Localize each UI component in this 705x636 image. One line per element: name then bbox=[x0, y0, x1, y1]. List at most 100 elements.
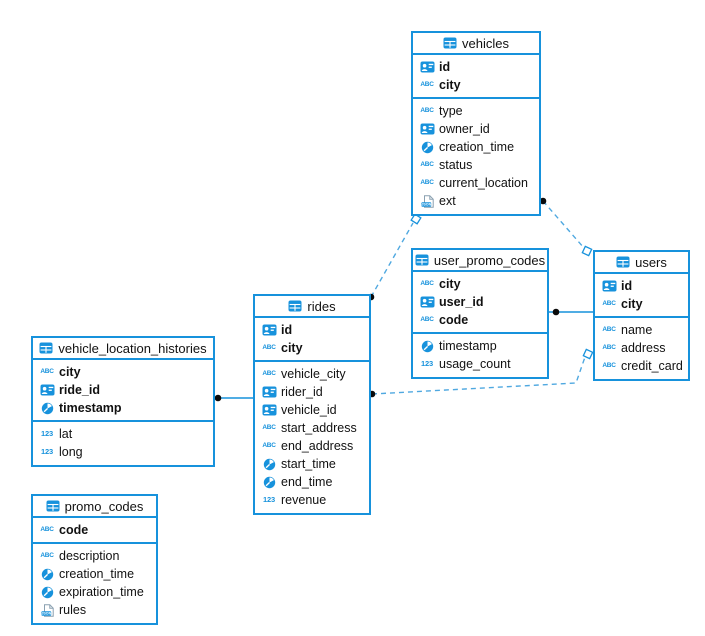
column-row: timestamp bbox=[413, 337, 547, 355]
table-icon bbox=[616, 256, 630, 268]
table-title: vehicle_location_histories bbox=[58, 340, 207, 356]
abc-icon: ABC bbox=[420, 160, 434, 168]
column-row: start_time bbox=[255, 455, 369, 473]
relation-child-dot bbox=[214, 394, 222, 402]
table-title: vehicles bbox=[462, 35, 509, 51]
column-row: owner_id bbox=[413, 120, 539, 138]
column-row: id bbox=[595, 277, 688, 295]
pk-divider bbox=[255, 360, 369, 362]
id-card-icon bbox=[260, 324, 278, 336]
column-row: id bbox=[413, 58, 539, 76]
table-header: promo_codes bbox=[33, 496, 156, 518]
pk-divider bbox=[33, 542, 156, 544]
table-icon bbox=[288, 300, 302, 312]
table-header: vehicle_location_histories bbox=[33, 338, 213, 360]
relation-vehicles-users[interactable] bbox=[539, 197, 593, 257]
column-row: user_id bbox=[413, 293, 547, 311]
relation-user-promo-codes-users[interactable] bbox=[549, 308, 593, 316]
abc-icon: ABC bbox=[40, 551, 54, 559]
pk-divider bbox=[413, 332, 547, 334]
column-row: rider_id bbox=[255, 383, 369, 401]
id-card-icon bbox=[260, 386, 278, 398]
table-title: user_promo_codes bbox=[433, 252, 546, 268]
column-row: vehicle_id bbox=[255, 401, 369, 419]
table-title: rides bbox=[307, 298, 336, 314]
abc-icon: ABC bbox=[40, 367, 54, 375]
clock-icon bbox=[38, 586, 56, 599]
id-card-icon bbox=[260, 404, 278, 416]
clock-icon bbox=[38, 402, 56, 415]
123-icon: 123 bbox=[263, 495, 275, 505]
123-icon: 123 bbox=[41, 447, 53, 457]
table-header: rides bbox=[255, 296, 369, 318]
123-icon: 123 bbox=[421, 359, 433, 369]
relation-parent-diamond bbox=[582, 348, 594, 360]
relation-vehicle-location-histories-rides[interactable] bbox=[214, 394, 253, 402]
column-row: creation_time bbox=[413, 138, 539, 156]
pk-divider bbox=[595, 316, 688, 318]
abc-icon: ABC bbox=[602, 325, 616, 333]
clock-icon bbox=[418, 141, 436, 154]
abc-icon: ABC bbox=[420, 315, 434, 323]
pk-divider bbox=[33, 420, 213, 422]
relation-child-dot bbox=[552, 308, 560, 316]
column-row: timestamp bbox=[33, 399, 213, 417]
abc-icon: ABC bbox=[262, 441, 276, 449]
table-title: users bbox=[635, 254, 667, 270]
column-row: end_time bbox=[255, 473, 369, 491]
pk-divider bbox=[413, 97, 539, 99]
table-header: user_promo_codes bbox=[413, 250, 547, 272]
table-icon bbox=[443, 37, 457, 49]
relation-parent-diamond bbox=[581, 245, 593, 257]
column-row: id bbox=[255, 321, 369, 339]
abc-icon: ABC bbox=[420, 279, 434, 287]
svg-text:JSON: JSON bbox=[41, 611, 51, 615]
json-icon: JSON bbox=[418, 194, 436, 208]
abc-icon: ABC bbox=[40, 525, 54, 533]
abc-icon: ABC bbox=[262, 423, 276, 431]
id-card-icon bbox=[38, 384, 56, 396]
abc-icon: ABC bbox=[602, 299, 616, 307]
table-header: users bbox=[595, 252, 688, 274]
abc-icon: ABC bbox=[602, 361, 616, 369]
svg-text:JSON: JSON bbox=[421, 202, 431, 206]
table-header: vehicles bbox=[413, 33, 539, 55]
json-icon: JSON bbox=[38, 603, 56, 617]
table-title: promo_codes bbox=[64, 498, 144, 514]
123-icon: 123 bbox=[41, 429, 53, 439]
table-icon bbox=[39, 342, 53, 354]
relation-parent-diamond bbox=[410, 213, 422, 225]
clock-icon bbox=[38, 568, 56, 581]
